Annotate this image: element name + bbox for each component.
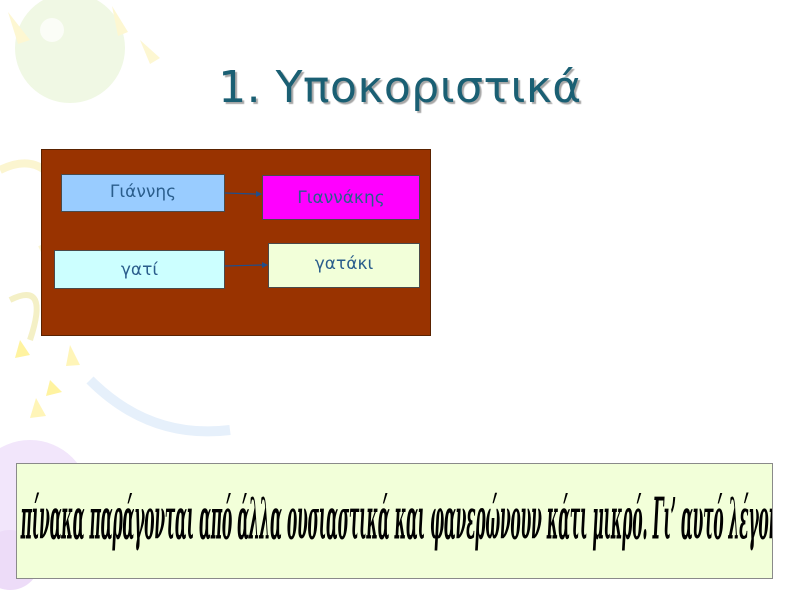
arrow-right-icon <box>224 192 257 195</box>
word-box-giannakis: Γιαννάκης <box>262 175 420 220</box>
word-box-gataki: γατάκι <box>268 243 420 288</box>
word-box-giannis: Γιάννης <box>61 174 225 212</box>
slide-title: 1. Υποκοριστικά <box>218 62 582 113</box>
diminutives-diagram-panel: Γιάννης Γιαννάκης γατί γατάκι <box>41 149 431 336</box>
explanation-caption-text: Τα ουσιαστικά του πίνακα παράγονται από … <box>17 488 772 554</box>
word-box-gati: γατί <box>54 250 225 289</box>
arrow-right-icon <box>224 264 263 267</box>
explanation-caption-box: Τα ουσιαστικά του πίνακα παράγονται από … <box>16 463 773 579</box>
